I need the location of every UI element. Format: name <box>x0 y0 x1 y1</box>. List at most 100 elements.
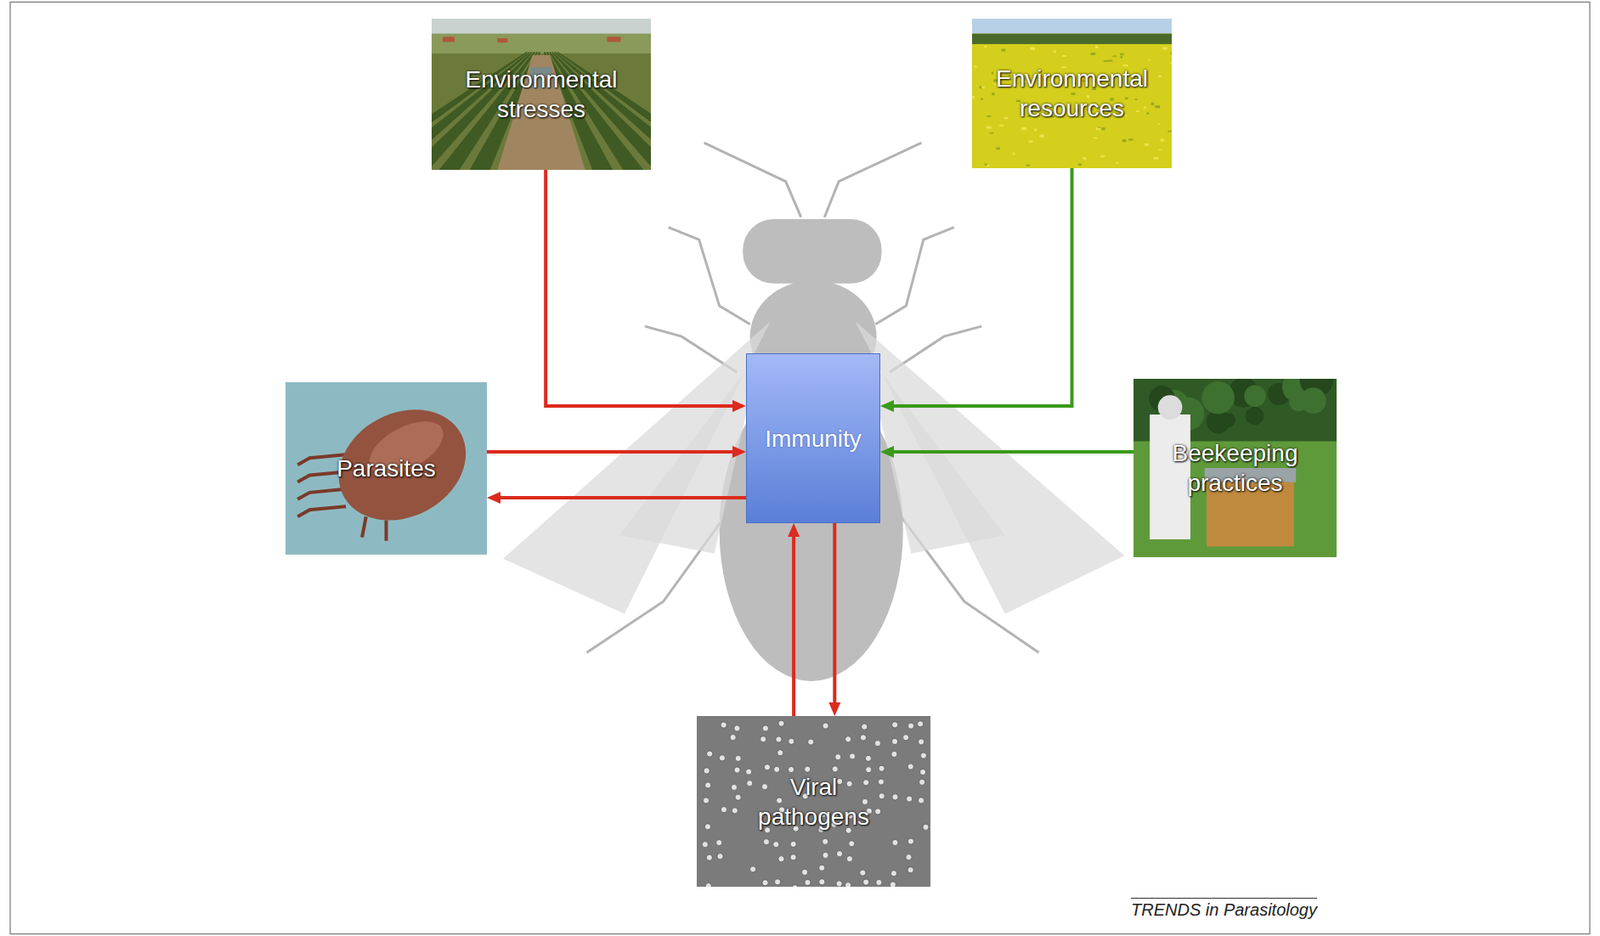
illustration-part <box>892 839 899 846</box>
node-label: Environmental stresses <box>452 64 631 125</box>
photo-box: Environmental resources <box>972 18 1172 169</box>
illustration-part <box>1113 55 1117 57</box>
illustration-part <box>917 721 924 728</box>
illustration-part <box>1070 92 1075 96</box>
illustration-part <box>1245 407 1264 425</box>
node-label: Immunity <box>764 424 862 454</box>
connector-arrow <box>486 450 740 454</box>
text-holder: Environmental stresses <box>431 18 651 170</box>
bee-body <box>719 219 904 682</box>
illustration-part <box>1030 47 1036 51</box>
illustration-part <box>1150 102 1154 106</box>
illustration-part <box>734 755 741 762</box>
illustration-part <box>859 870 866 877</box>
illustration-part <box>1136 110 1140 113</box>
illustration-part <box>980 97 983 101</box>
illustration-part <box>919 779 926 786</box>
illustration-part <box>702 797 709 804</box>
illustration-part <box>878 765 885 772</box>
illustration-part <box>774 766 781 773</box>
illustration-part <box>1125 97 1128 101</box>
illustration-part <box>822 838 829 845</box>
illustration-part <box>983 163 987 166</box>
illustration-part <box>750 866 757 873</box>
illustration-part <box>1096 128 1102 131</box>
illustration-part <box>1101 127 1105 131</box>
bee-wing <box>854 321 1125 615</box>
illustration-part <box>1135 98 1138 101</box>
illustration-part <box>1201 381 1234 414</box>
illustration-part <box>760 736 767 743</box>
illustration-part <box>973 65 977 68</box>
illustration-part <box>1170 124 1172 127</box>
illustration-part <box>999 124 1004 127</box>
illustration-part <box>920 752 927 759</box>
illustration-part <box>1119 53 1124 56</box>
illustration-part <box>761 784 768 791</box>
illustration-part <box>972 18 1172 169</box>
illustration-part <box>763 764 770 771</box>
illustration-part <box>778 720 785 727</box>
illustration-part <box>877 779 884 786</box>
illustration-part <box>431 33 651 54</box>
photo-illustration <box>431 18 651 170</box>
illustration-part <box>762 880 769 887</box>
illustration-part <box>876 879 882 886</box>
illustration-part <box>1021 127 1027 131</box>
illustration-part <box>762 725 769 732</box>
illustration-part <box>717 853 724 860</box>
illustration-part <box>442 36 455 42</box>
bee-antenna <box>824 142 922 218</box>
illustration-part <box>979 85 983 89</box>
illustration-part <box>703 768 710 775</box>
illustration-part <box>972 33 1172 45</box>
illustration-part <box>790 841 797 848</box>
illustration-part <box>972 18 1172 169</box>
illustration-part <box>918 739 925 746</box>
bee-antenna <box>704 142 802 218</box>
illustration-part <box>734 725 741 732</box>
illustration-part <box>1115 162 1119 164</box>
illustration-part <box>863 780 870 786</box>
illustration-part <box>995 146 1000 150</box>
illustration-part <box>1122 139 1127 142</box>
connector-arrow <box>545 169 740 407</box>
illustration-part <box>774 879 781 886</box>
illustration-part <box>863 879 870 886</box>
illustration-part <box>804 879 811 886</box>
illustration-part <box>763 839 769 846</box>
illustration-part <box>777 750 784 757</box>
illustration-part <box>1158 75 1162 78</box>
illustration-part <box>1144 143 1149 147</box>
illustration-part <box>720 722 727 729</box>
illustration-part <box>991 72 994 75</box>
text-holder: Environmental resources <box>972 18 1172 169</box>
illustration-part <box>705 883 712 888</box>
illustration-part <box>775 736 782 743</box>
illustration-part <box>730 784 737 791</box>
illustration-part <box>1028 140 1033 142</box>
bee-leg <box>875 227 954 325</box>
illustration-part <box>1162 46 1167 50</box>
node-label: Beekeeping practices <box>1159 438 1312 498</box>
illustration-part <box>1108 59 1113 62</box>
bee-head <box>742 219 882 284</box>
illustration-part <box>285 382 487 555</box>
illustration-part <box>746 780 753 787</box>
illustration-part <box>1158 395 1183 420</box>
illustration-part <box>1155 105 1161 108</box>
illustration-part <box>865 767 872 774</box>
illustration-part <box>804 766 811 773</box>
illustration-part <box>788 738 795 745</box>
illustration-part <box>319 388 486 543</box>
illustration-part <box>778 856 785 863</box>
node-label: Viral pathogens <box>746 772 882 832</box>
illustration-part <box>704 824 711 831</box>
illustration-part <box>983 45 986 48</box>
illustration-part <box>1091 52 1097 56</box>
text-holder: Beekeeping practices <box>1133 378 1337 558</box>
illustration-part <box>878 793 885 800</box>
figure-frame <box>10 1 1590 934</box>
illustration-part <box>918 797 925 804</box>
